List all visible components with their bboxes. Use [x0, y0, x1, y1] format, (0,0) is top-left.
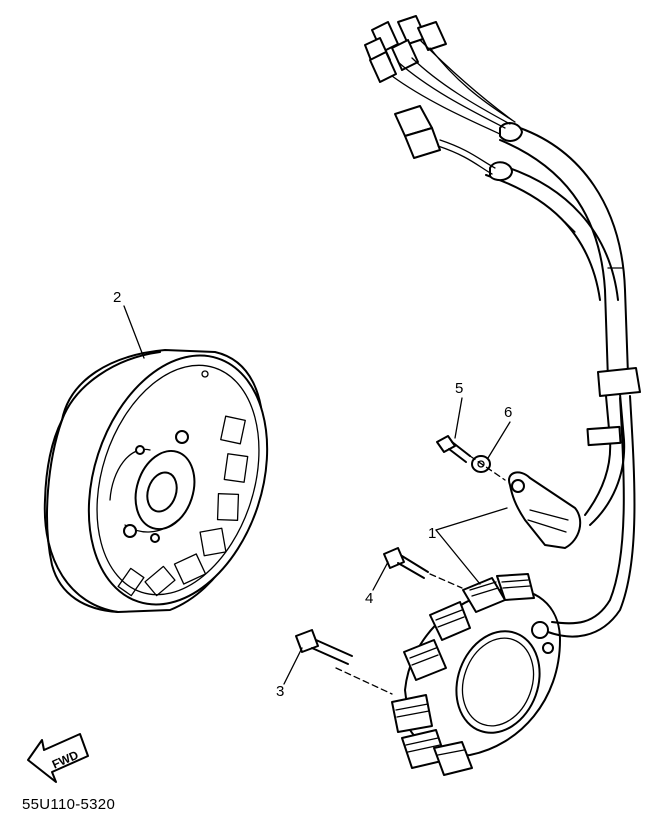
bolt-part-3	[295, 629, 353, 665]
callout-4: 4	[365, 590, 373, 607]
part-code: 55U110-5320	[22, 796, 116, 813]
callout-1: 1	[428, 525, 436, 542]
callout-2: 2	[113, 289, 121, 306]
rotor-assembly	[43, 349, 269, 613]
bolt-part-5	[436, 435, 471, 463]
callout-3: 3	[276, 683, 284, 700]
stator-assembly	[391, 573, 561, 776]
bolt-part-4	[383, 547, 429, 579]
wire-harness	[364, 15, 641, 638]
callout-6: 6	[504, 404, 512, 421]
callout-5: 5	[455, 380, 463, 397]
fwd-arrow-icon: FWD	[27, 733, 89, 783]
pickup-coil	[508, 471, 582, 549]
